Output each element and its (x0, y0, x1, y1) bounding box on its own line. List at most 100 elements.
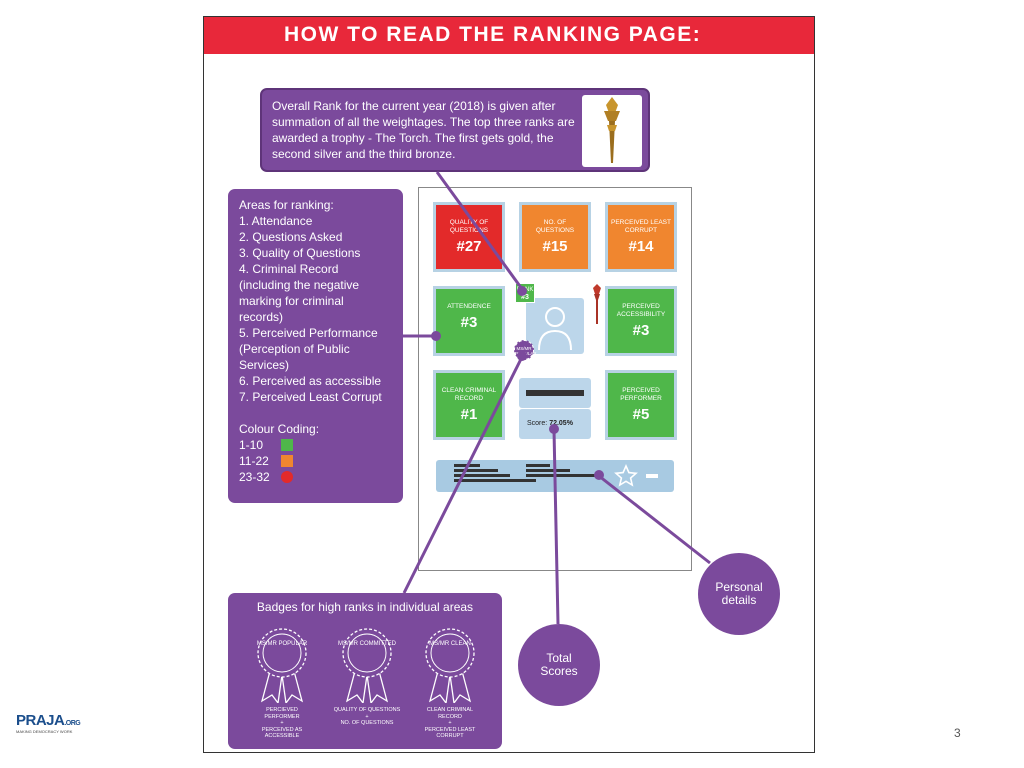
rosette-icon (342, 628, 392, 703)
tile-value: #14 (628, 238, 654, 255)
tile-value: #15 (542, 238, 568, 255)
page-number: 3 (954, 726, 961, 740)
orange-swatch (281, 455, 293, 467)
avatar (526, 298, 584, 354)
ms-mr-popular-badge: MS/MR POPULAR (514, 340, 537, 360)
praja-logo: PRAJA.ORG MAKING DEMOCRACY WORK (16, 712, 81, 748)
badge-clean: MS/MR CLEAN CLEAN CRIMINAL RECORD + PERC… (416, 627, 484, 740)
score-value: 72.05% (549, 420, 573, 427)
badge-caption: CLEAN CRIMINAL RECORD (426, 707, 474, 720)
logo-suffix: .ORG (64, 720, 81, 727)
tile-label: NO. OF QUESTIONS (535, 219, 575, 234)
colour-coding-row: 1-10 (239, 437, 392, 453)
redacted-line (526, 474, 598, 477)
tile-quality-of-questions: QUALITY OF QUESTIONS #27 (433, 202, 505, 272)
tile-attendance: ATTENDENCE #3 (433, 286, 505, 356)
tile-perceived-accessibility: PERCEIVED ACCESSIBILITY #3 (605, 286, 677, 356)
tile-value: #3 (632, 322, 650, 339)
ranking-guide-page: HOW TO READ THE RANKING PAGE: Overall Ra… (203, 16, 815, 753)
tile-label: PERCEIVED LEAST CORRUPT (611, 219, 671, 234)
rank-badge-value: #3 (521, 294, 529, 301)
area-item: 5. Perceived Performance (239, 326, 378, 340)
badge-popular: MS/MR POPULAR PERCIEVED PERFORMER + PERC… (248, 627, 316, 740)
redacted-line (454, 479, 536, 482)
tile-clean-criminal-record: CLEAN CRIMINAL RECORD #1 (433, 370, 505, 440)
redacted-name (526, 390, 584, 396)
personal-details-callout: Personal details (698, 553, 780, 635)
badge-caption: PERCEIVED LEAST CORRUPT (424, 726, 476, 740)
page-header: HOW TO READ THE RANKING PAGE: (204, 17, 814, 54)
colour-coding-row: 11-22 (239, 453, 392, 469)
ranking-areas-panel: Areas for ranking: 1. Attendance 2. Ques… (228, 189, 403, 503)
total-scores-label: Total Scores (540, 651, 578, 678)
torch-trophy-icon (582, 95, 642, 167)
tile-label: PERCEIVED PERFORMER (620, 387, 662, 402)
page-title: HOW TO READ THE RANKING PAGE: (284, 23, 702, 46)
badge-caption: + (280, 720, 284, 726)
tile-label: PERCEIVED ACCESSIBILITY (616, 303, 666, 318)
badges-panel: Badges for high ranks in individual area… (228, 593, 502, 749)
tile-value: #27 (456, 238, 482, 255)
badge-label: MS/MR CLEAN (429, 641, 471, 647)
badge-label: MS/MR COMMITTED (338, 641, 396, 647)
tile-value: #1 (460, 406, 478, 423)
personal-details-label: Personal details (715, 580, 763, 607)
colour-coding-row: 23-32 (239, 469, 392, 485)
tile-perceived-performer: PERCEIVED PERFORMER #5 (605, 370, 677, 440)
redacted-line (454, 469, 498, 472)
redacted-line (526, 464, 550, 467)
tile-label: ATTENDENCE (447, 303, 491, 310)
badge-caption: + (365, 713, 369, 720)
ms-badge-label: MS/MR POPULAR (515, 346, 537, 356)
badge-label: MS/MR POPULAR (256, 641, 308, 647)
tile-value: #3 (460, 314, 478, 331)
ranking-card-sample: QUALITY OF QUESTIONS #27 NO. OF QUESTION… (418, 187, 692, 571)
overall-rank-text: Overall Rank for the current year (2018)… (272, 99, 575, 161)
colour-range: 1-10 (239, 438, 264, 452)
rosette-icon (425, 628, 475, 703)
badge-caption: QUALITY OF QUESTIONS (333, 707, 401, 713)
area-item: Services) (239, 358, 290, 372)
badge-caption: NO. OF QUESTIONS (340, 720, 394, 726)
minus-icon (646, 474, 658, 478)
areas-title: Areas for ranking: (239, 198, 334, 212)
logo-wordmark: PRAJA (16, 712, 65, 729)
badge-caption: PERCIEVED PERFORMER (264, 707, 300, 720)
badge-caption: PERCEIVED AS ACCESSIBLE (261, 726, 303, 740)
redacted-line (454, 464, 480, 467)
colour-range: 11-22 (239, 454, 269, 468)
area-item: 3. Quality of Questions (239, 246, 361, 260)
area-item: 2. Questions Asked (239, 230, 343, 244)
personal-details-bar (436, 460, 674, 492)
badge-committed: MS/MR COMMITTED QUALITY OF QUESTIONS + N… (333, 627, 401, 727)
rank-badge-label: RANK (516, 287, 534, 293)
tile-value: #5 (632, 406, 650, 423)
badges-title: Badges for high ranks in individual area… (256, 600, 474, 614)
score-label: Score: (527, 420, 548, 427)
tile-label: CLEAN CRIMINAL RECORD (441, 387, 497, 402)
green-swatch (281, 439, 293, 451)
redacted-line (454, 474, 510, 477)
total-scores-callout: Total Scores (518, 624, 600, 706)
area-item: records) (239, 310, 284, 324)
rosette-icon (257, 628, 307, 703)
tile-no-of-questions: NO. OF QUESTIONS #15 (519, 202, 591, 272)
star-icon (614, 464, 638, 488)
area-item: 1. Attendance (239, 214, 313, 228)
area-item: (including the negative (239, 278, 360, 292)
score-box: Score: 72.05% (519, 409, 591, 439)
tile-perceived-least-corrupt: PERCEIVED LEAST CORRUPT #14 (605, 202, 677, 272)
overall-rank-callout: Overall Rank for the current year (2018)… (260, 88, 650, 172)
area-item: 4. Criminal Record (239, 262, 339, 276)
area-item: 7. Perceived Least Corrupt (239, 390, 382, 404)
area-item: 6. Perceived as accessible (239, 374, 382, 388)
area-item: marking for criminal (239, 294, 344, 308)
redacted-line (526, 469, 570, 472)
colour-range: 23-32 (239, 470, 270, 484)
logo-tagline: MAKING DEMOCRACY WORK (16, 729, 73, 734)
area-item: (Perception of Public (239, 342, 350, 356)
badge-caption: + (448, 720, 452, 726)
rank-badge: RANK #3 (515, 283, 535, 303)
red-swatch (281, 471, 293, 483)
